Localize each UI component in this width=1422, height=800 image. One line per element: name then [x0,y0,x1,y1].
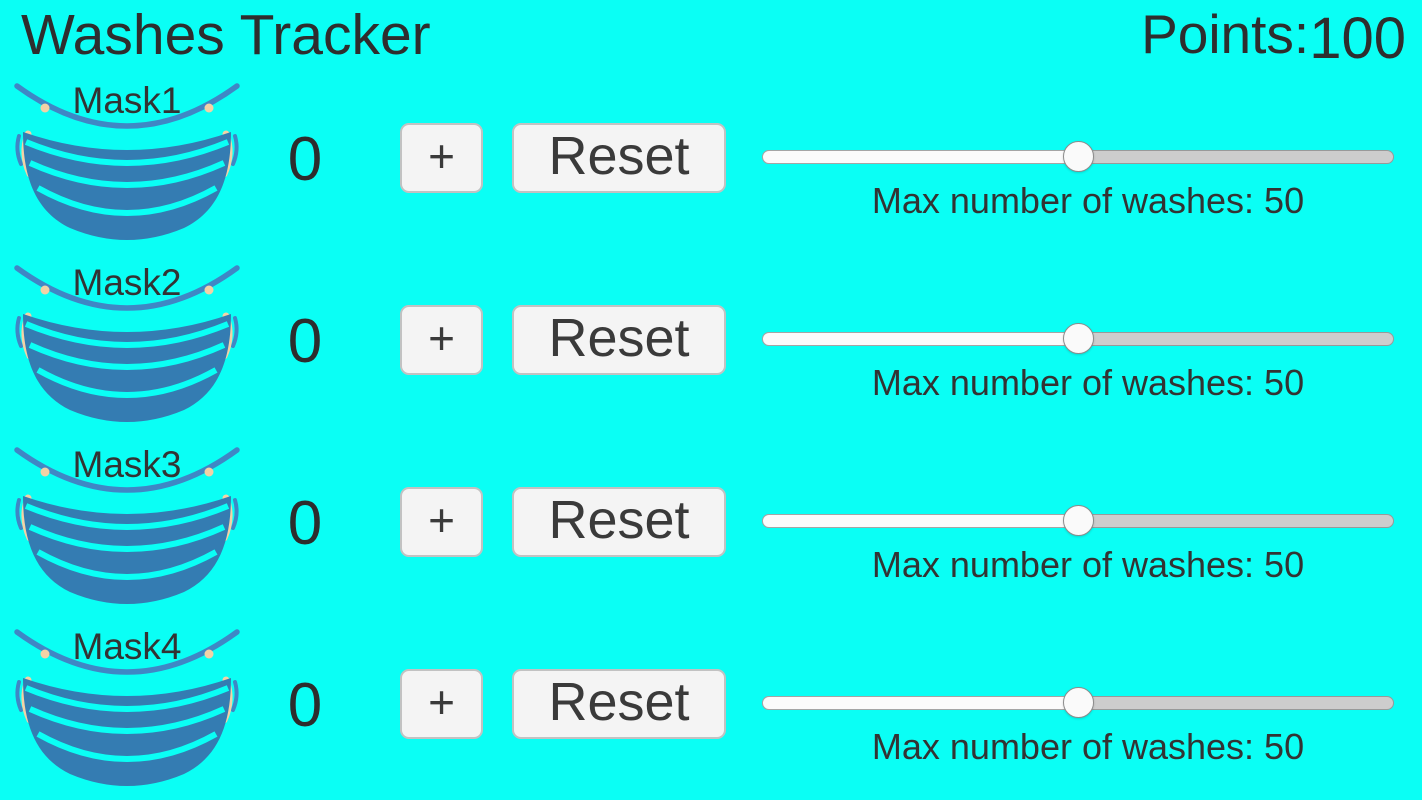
max-washes-slider[interactable] [762,141,1394,172]
max-washes-label: Max number of washes: 50 [871,544,1305,585]
reset-button[interactable]: Reset [512,305,726,375]
wash-count: 0 [287,125,323,194]
mask-icon [14,447,240,604]
mask-row: Mask4 0 + Reset Max number of washes: 50 [0,624,1422,800]
slider-thumb[interactable] [1062,323,1094,354]
slider-fill [762,696,1078,710]
mask-name: Mask2 [72,262,182,303]
max-washes-label: Max number of washes: 50 [871,362,1305,403]
wash-count: 0 [287,307,323,376]
points-label: Points: [1141,3,1310,65]
page-title: Washes Tracker [21,3,431,67]
slider-fill [762,514,1078,528]
reset-button[interactable]: Reset [512,487,726,557]
increment-button[interactable]: + [400,487,483,557]
reset-button[interactable]: Reset [512,123,726,193]
max-washes-slider[interactable] [762,323,1394,354]
increment-button[interactable]: + [400,669,483,739]
max-washes-label: Max number of washes: 50 [871,180,1305,221]
points-value: 100 [1309,6,1406,71]
max-washes-slider[interactable] [762,505,1394,536]
max-washes-label: Max number of washes: 50 [871,726,1305,767]
wash-count: 0 [287,489,323,558]
points-display: Points:100 [1141,2,1406,71]
mask-icon [14,265,240,422]
mask-row: Mask1 0 + Reset Max number of washes: 50 [0,78,1422,260]
slider-thumb[interactable] [1062,505,1094,536]
increment-button[interactable]: + [400,123,483,193]
wash-count: 0 [287,671,323,740]
slider-fill [762,150,1078,164]
increment-button[interactable]: + [400,305,483,375]
slider-fill [762,332,1078,346]
mask-icon [14,83,240,240]
slider-thumb[interactable] [1062,687,1094,718]
slider-thumb[interactable] [1062,141,1094,172]
mask-name: Mask3 [72,444,182,485]
mask-row: Mask2 0 + Reset Max number of washes: 50 [0,260,1422,442]
reset-button[interactable]: Reset [512,669,726,739]
mask-icon [14,629,240,786]
mask-name: Mask4 [72,626,182,667]
mask-name: Mask1 [72,80,182,121]
max-washes-slider[interactable] [762,687,1394,718]
mask-row: Mask3 0 + Reset Max number of washes: 50 [0,442,1422,624]
